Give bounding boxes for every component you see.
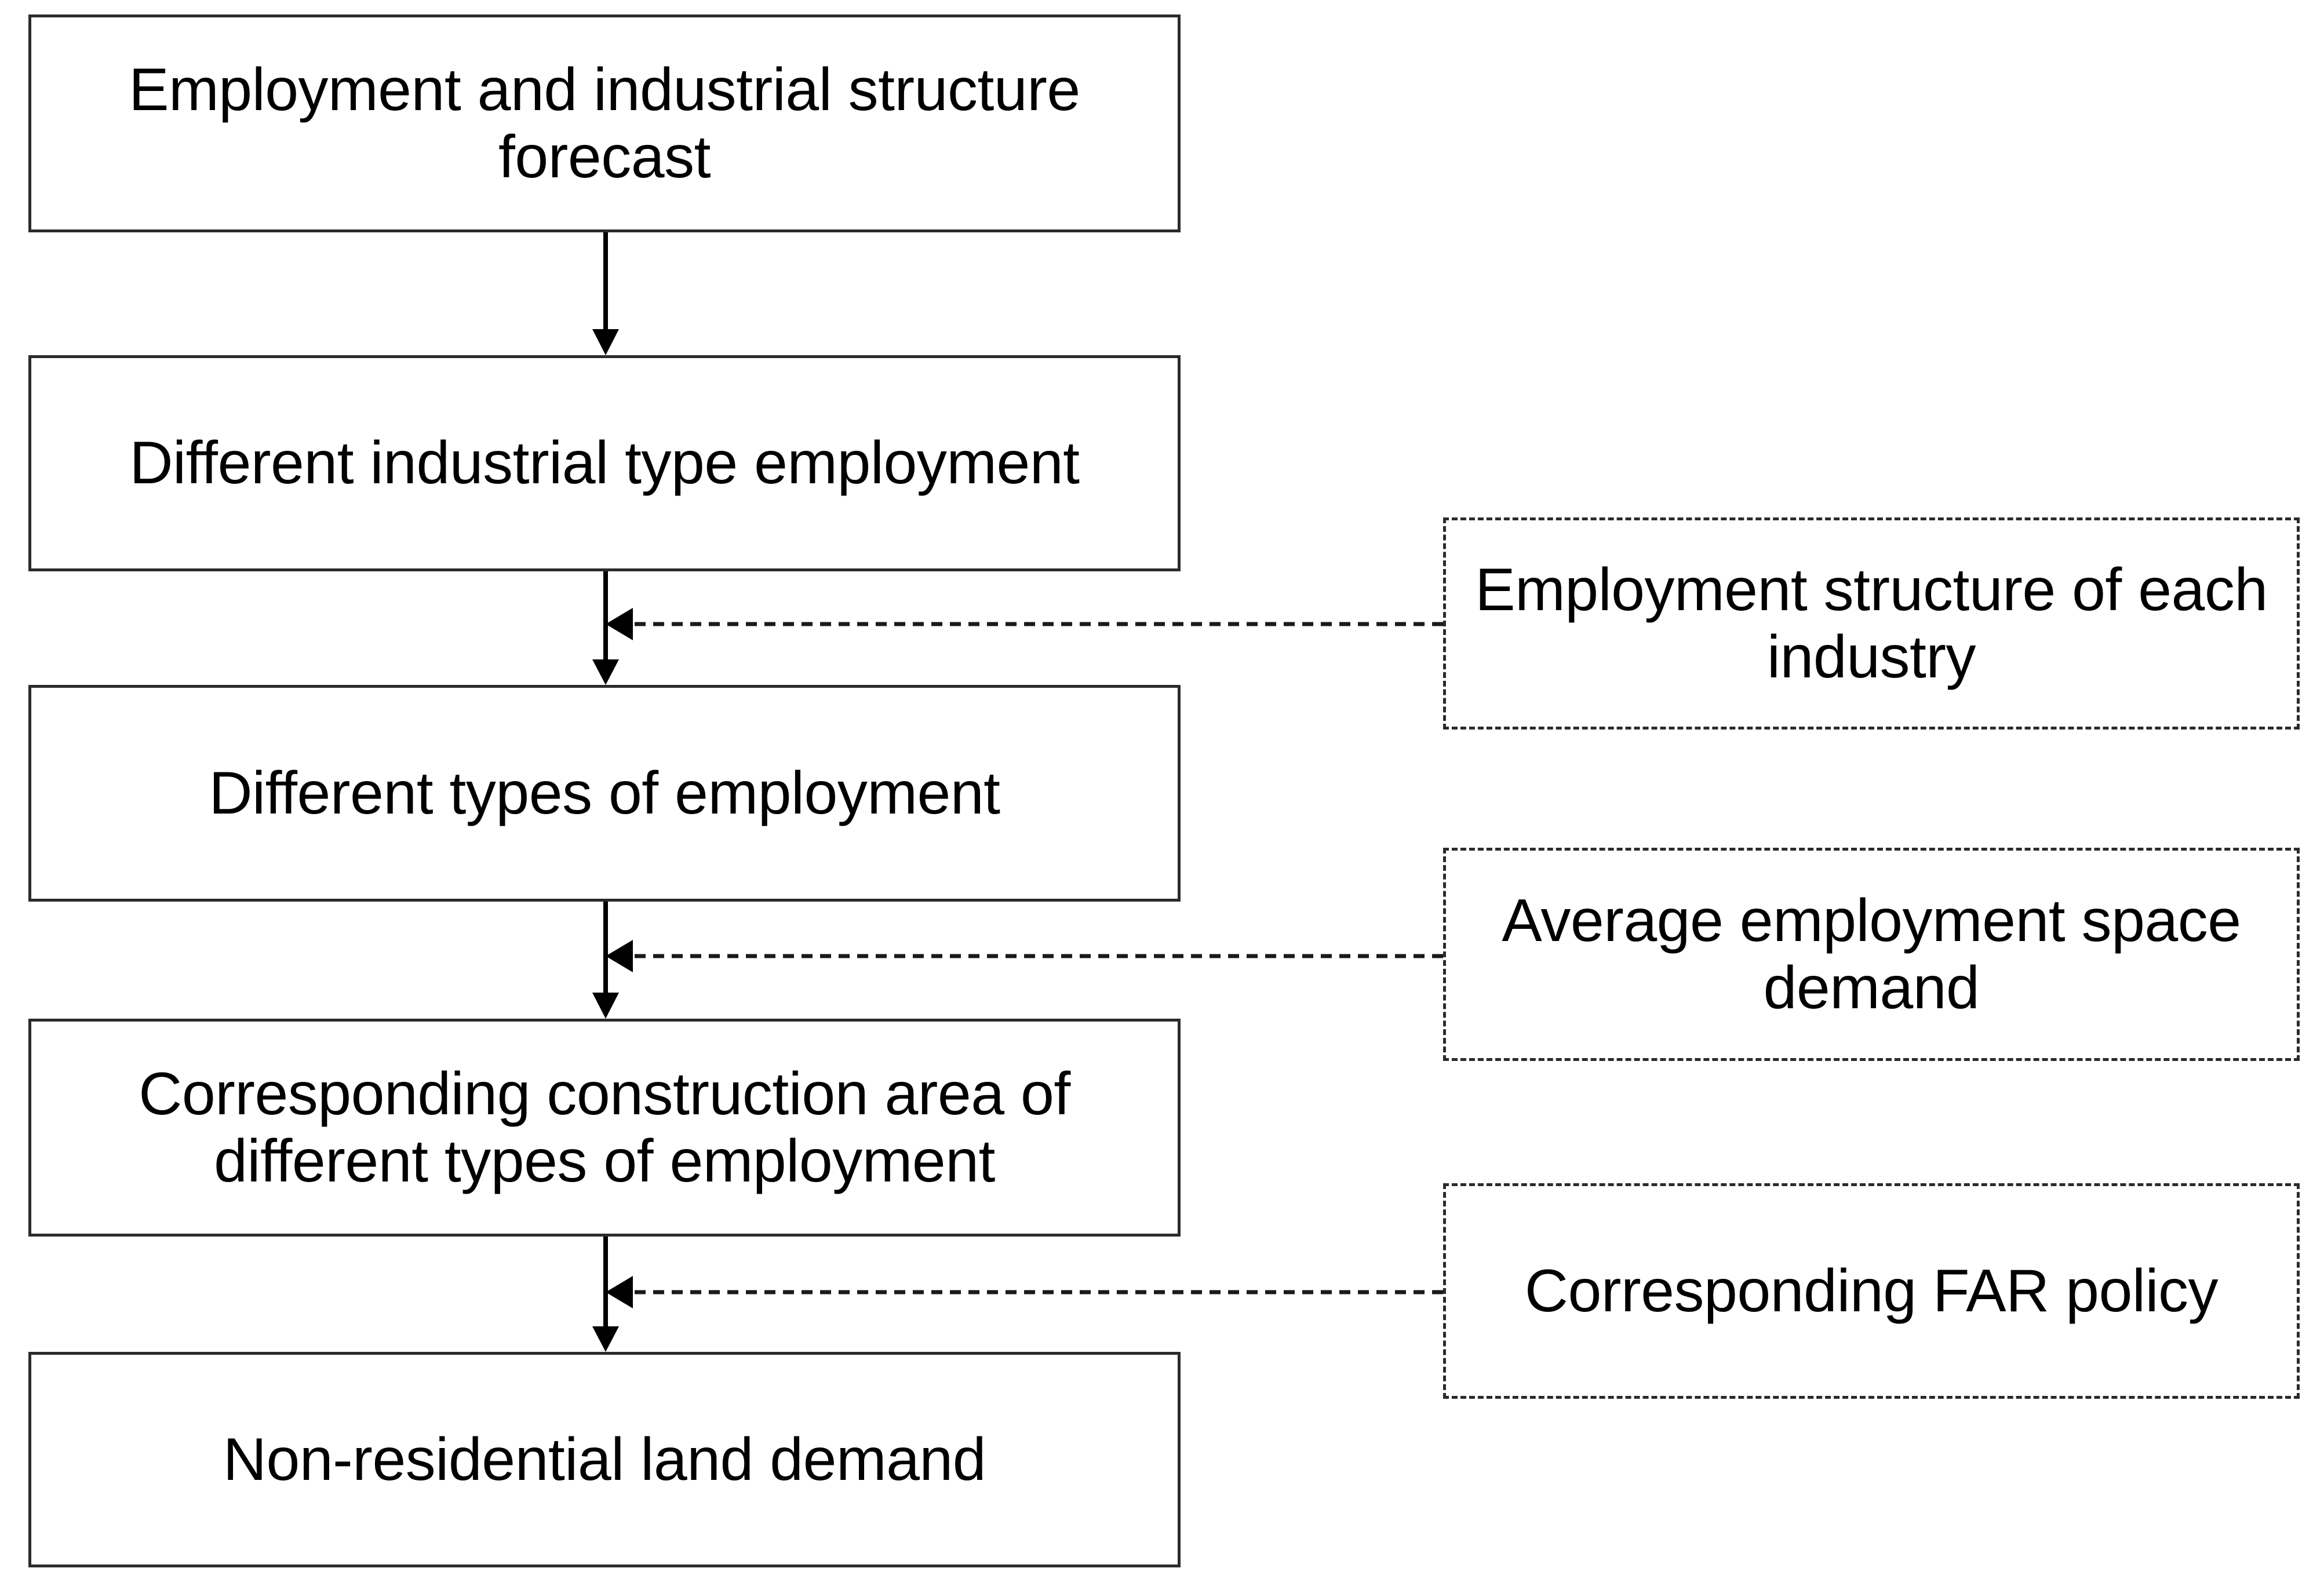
- input-node-label: Corresponding FAR policy: [1524, 1257, 2219, 1325]
- flow-node-non-residential-land-demand[interactable]: Non-residential land demand: [28, 1352, 1181, 1567]
- arrow-input2-to-flow: [606, 940, 1443, 972]
- flow-node-label: Non-residential land demand: [223, 1425, 986, 1493]
- arrow-input1-to-flow: [606, 608, 1443, 640]
- input-node-label: Average employment space demand: [1502, 887, 2241, 1022]
- flow-node-different-types-of-employment[interactable]: Different types of employment: [28, 685, 1181, 902]
- flow-node-employment-industrial-structure-forecast[interactable]: Employment and industrial structure fore…: [28, 14, 1181, 232]
- input-node-employment-structure-of-each-industry[interactable]: Employment structure of each industry: [1443, 517, 2300, 730]
- arrow-node2-to-node3: [592, 571, 619, 685]
- flow-node-label: Different industrial type employment: [129, 429, 1080, 497]
- flow-node-different-industrial-type-employment[interactable]: Different industrial type employment: [28, 355, 1181, 571]
- flow-node-label: Corresponding construction area of diffe…: [139, 1060, 1070, 1195]
- input-node-label: Employment structure of each industry: [1475, 556, 2268, 691]
- flow-node-label: Different types of employment: [209, 759, 1000, 827]
- input-node-corresponding-far-policy[interactable]: Corresponding FAR policy: [1443, 1183, 2300, 1399]
- arrow-node3-to-node4: [592, 902, 619, 1019]
- input-node-average-employment-space-demand[interactable]: Average employment space demand: [1443, 848, 2300, 1061]
- arrow-node1-to-node2: [592, 232, 619, 355]
- arrow-input3-to-flow: [606, 1276, 1443, 1308]
- arrow-node4-to-node5: [592, 1237, 619, 1352]
- flow-node-label: Employment and industrial structure fore…: [129, 56, 1080, 191]
- flow-node-corresponding-construction-area[interactable]: Corresponding construction area of diffe…: [28, 1019, 1181, 1237]
